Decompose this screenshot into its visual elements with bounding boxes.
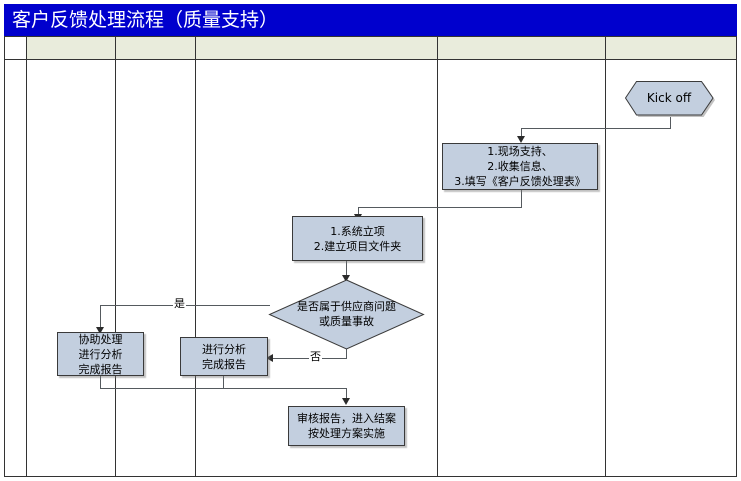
field-support-line-1: 1.现场支持、 — [487, 145, 553, 158]
project-setup-line-1: 1.系统立项 — [330, 224, 385, 238]
connector-kickoff-down — [670, 117, 671, 129]
connector-kickoff-left — [521, 128, 671, 129]
edge-label-yes: 是 — [173, 297, 186, 310]
lane-header-0 — [4, 36, 27, 60]
connector-analysis-right — [223, 388, 347, 389]
decision-line-1: 是否属于供应商问题 — [297, 300, 396, 313]
page-title: 客户反馈处理流程（质量支持） — [12, 9, 279, 31]
arrowhead-to-analysis-report — [266, 354, 273, 362]
connector-field-support-left — [358, 207, 522, 208]
assist-analysis-node[interactable]: 协助处理 进行分析 完成报告 — [57, 332, 144, 376]
connector-assist-down — [100, 376, 101, 389]
connector-assist-to-review — [346, 388, 347, 399]
lane-body-0 — [4, 59, 27, 477]
assist-analysis-line-3: 完成报告 — [78, 362, 123, 376]
connector-no-down — [346, 349, 347, 359]
arrowhead-to-assist-analysis — [96, 327, 104, 334]
review-close-node[interactable]: 审核报告，进入结案 按处理方案实施 — [288, 406, 405, 446]
project-setup-lines: 1.系统立项 2.建立项目文件夹 — [293, 224, 422, 254]
field-support-lines: 1.现场支持、 2.收集信息、 3.填写《客户反馈处理表》 — [443, 144, 597, 189]
connector-kickoff-to-field-support — [521, 128, 522, 138]
arrowhead-to-field-support — [517, 136, 525, 143]
decision-shape — [268, 279, 425, 350]
decision-lines: 是否属于供应商问题 或质量事故 — [268, 299, 425, 329]
project-setup-line-2: 2.建立项目文件夹 — [313, 239, 402, 253]
review-close-lines: 审核报告，进入结案 按处理方案实施 — [289, 411, 404, 441]
connector-project-setup-to-decision — [346, 261, 347, 279]
lane-header-3 — [195, 36, 438, 60]
lane-body-5 — [605, 59, 737, 477]
arrowhead-to-decision — [342, 275, 350, 282]
decision-node[interactable]: 是否属于供应商问题 或质量事故 — [268, 279, 425, 350]
assist-analysis-line-1: 协助处理 — [78, 332, 123, 346]
assist-analysis-line-2: 进行分析 — [78, 347, 123, 361]
kickoff-node[interactable]: Kick off — [625, 81, 713, 115]
field-support-node[interactable]: 1.现场支持、 2.收集信息、 3.填写《客户反馈处理表》 — [442, 143, 598, 190]
kickoff-label: Kick off — [646, 91, 692, 105]
field-support-line-3: 3.填写《客户反馈处理表》 — [454, 175, 586, 188]
lane-body-4 — [437, 59, 606, 477]
analysis-report-line-2: 完成报告 — [202, 357, 246, 371]
arrowhead-to-review-close — [342, 398, 350, 405]
connector-field-support-down — [521, 190, 522, 208]
analysis-report-node[interactable]: 进行分析 完成报告 — [180, 337, 268, 376]
lane-header-1 — [26, 36, 116, 60]
connector-to-project-setup — [358, 207, 359, 216]
lane-header-2 — [115, 36, 196, 60]
edge-label-no: 否 — [309, 350, 322, 363]
lane-body-2 — [115, 59, 196, 477]
analysis-report-lines: 进行分析 完成报告 — [181, 342, 267, 372]
analysis-report-line-1: 进行分析 — [202, 342, 246, 356]
connector-analysis-down — [223, 376, 224, 389]
lane-header-4 — [437, 36, 606, 60]
review-close-line-1: 审核报告，进入结案 — [297, 412, 396, 425]
field-support-line-2: 2.收集信息、 — [487, 160, 553, 173]
project-setup-node[interactable]: 1.系统立项 2.建立项目文件夹 — [292, 216, 423, 261]
lane-header-5 — [605, 36, 737, 60]
assist-analysis-lines: 协助处理 进行分析 完成报告 — [58, 332, 143, 377]
title-banner: 客户反馈处理流程（质量支持） — [4, 4, 737, 36]
connector-yes-down — [100, 305, 101, 329]
review-close-line-2: 按处理方案实施 — [308, 427, 385, 440]
decision-line-2: 或质量事故 — [319, 315, 374, 328]
lane-body-1 — [26, 59, 116, 477]
